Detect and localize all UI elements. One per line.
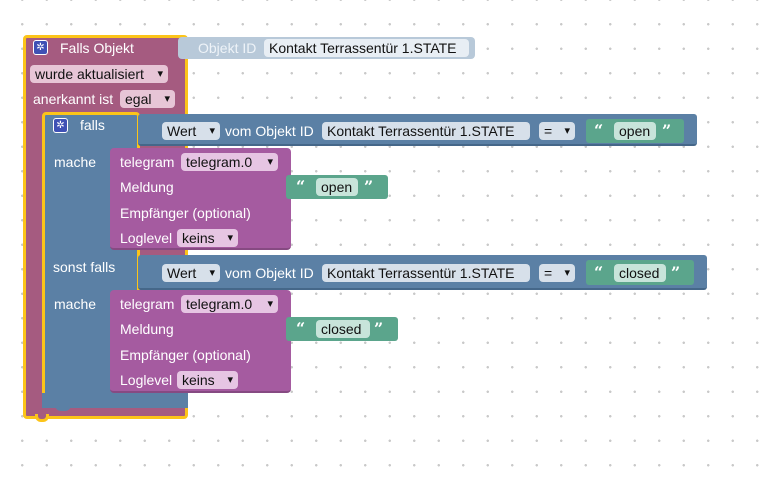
text-field[interactable]: closed bbox=[614, 264, 666, 282]
open-quote-icon: “ bbox=[594, 263, 604, 282]
message-label: Meldung bbox=[120, 321, 174, 337]
object-id-field[interactable]: Kontakt Terrassentür 1.STATE bbox=[322, 264, 530, 282]
text-field[interactable]: closed bbox=[316, 320, 370, 338]
trigger-dropdown[interactable]: wurde aktualisiert bbox=[30, 65, 168, 83]
loglevel-label: Loglevel bbox=[120, 230, 173, 246]
close-quote-icon: ” bbox=[662, 121, 672, 140]
instance-dropdown[interactable]: telegram.0 bbox=[181, 295, 278, 313]
ack-label: anerkannt ist bbox=[33, 91, 114, 107]
close-quote-icon: ” bbox=[671, 263, 681, 282]
event-title: Falls Objekt bbox=[60, 40, 134, 56]
close-quote-icon: ” bbox=[364, 177, 374, 196]
object-id-label: Objekt ID bbox=[198, 40, 257, 56]
mache-label: mache bbox=[54, 154, 97, 170]
if-block-bottom bbox=[42, 393, 188, 408]
value-dropdown[interactable]: Wert bbox=[162, 264, 220, 282]
open-quote-icon: “ bbox=[296, 319, 306, 338]
gear-icon[interactable]: ✲ bbox=[33, 40, 48, 55]
loglevel-dropdown[interactable]: keins bbox=[177, 371, 238, 389]
telegram-label: telegram bbox=[120, 154, 175, 170]
instance-dropdown[interactable]: telegram.0 bbox=[181, 153, 278, 171]
value-dropdown[interactable]: Wert bbox=[162, 122, 220, 140]
object-label: vom Objekt ID bbox=[225, 123, 314, 139]
if-block-notch bbox=[55, 405, 71, 411]
recipient-label: Empfänger (optional) bbox=[120, 347, 251, 363]
telegram-label: telegram bbox=[120, 296, 175, 312]
mache-label: mache bbox=[54, 296, 97, 312]
object-id-field[interactable]: Kontakt Terrassentür 1.STATE bbox=[264, 39, 469, 57]
open-quote-icon: “ bbox=[296, 177, 306, 196]
recipient-label: Empfänger (optional) bbox=[120, 205, 251, 221]
loglevel-label: Loglevel bbox=[120, 372, 173, 388]
event-block-notch bbox=[35, 414, 49, 422]
message-label: Meldung bbox=[120, 179, 174, 195]
open-quote-icon: “ bbox=[594, 121, 604, 140]
ack-dropdown[interactable]: egal bbox=[120, 90, 175, 108]
loglevel-dropdown[interactable]: keins bbox=[177, 229, 238, 247]
falls-label: falls bbox=[80, 117, 105, 133]
operator-dropdown[interactable]: = bbox=[539, 122, 575, 140]
operator-dropdown[interactable]: = bbox=[539, 264, 575, 282]
object-id-field[interactable]: Kontakt Terrassentür 1.STATE bbox=[322, 122, 530, 140]
text-field[interactable]: open bbox=[614, 122, 656, 140]
close-quote-icon: ” bbox=[374, 319, 384, 338]
gear-icon[interactable]: ✲ bbox=[53, 118, 68, 133]
text-field[interactable]: open bbox=[316, 178, 358, 196]
object-label: vom Objekt ID bbox=[225, 265, 314, 281]
sonst-falls-label: sonst falls bbox=[53, 259, 116, 275]
